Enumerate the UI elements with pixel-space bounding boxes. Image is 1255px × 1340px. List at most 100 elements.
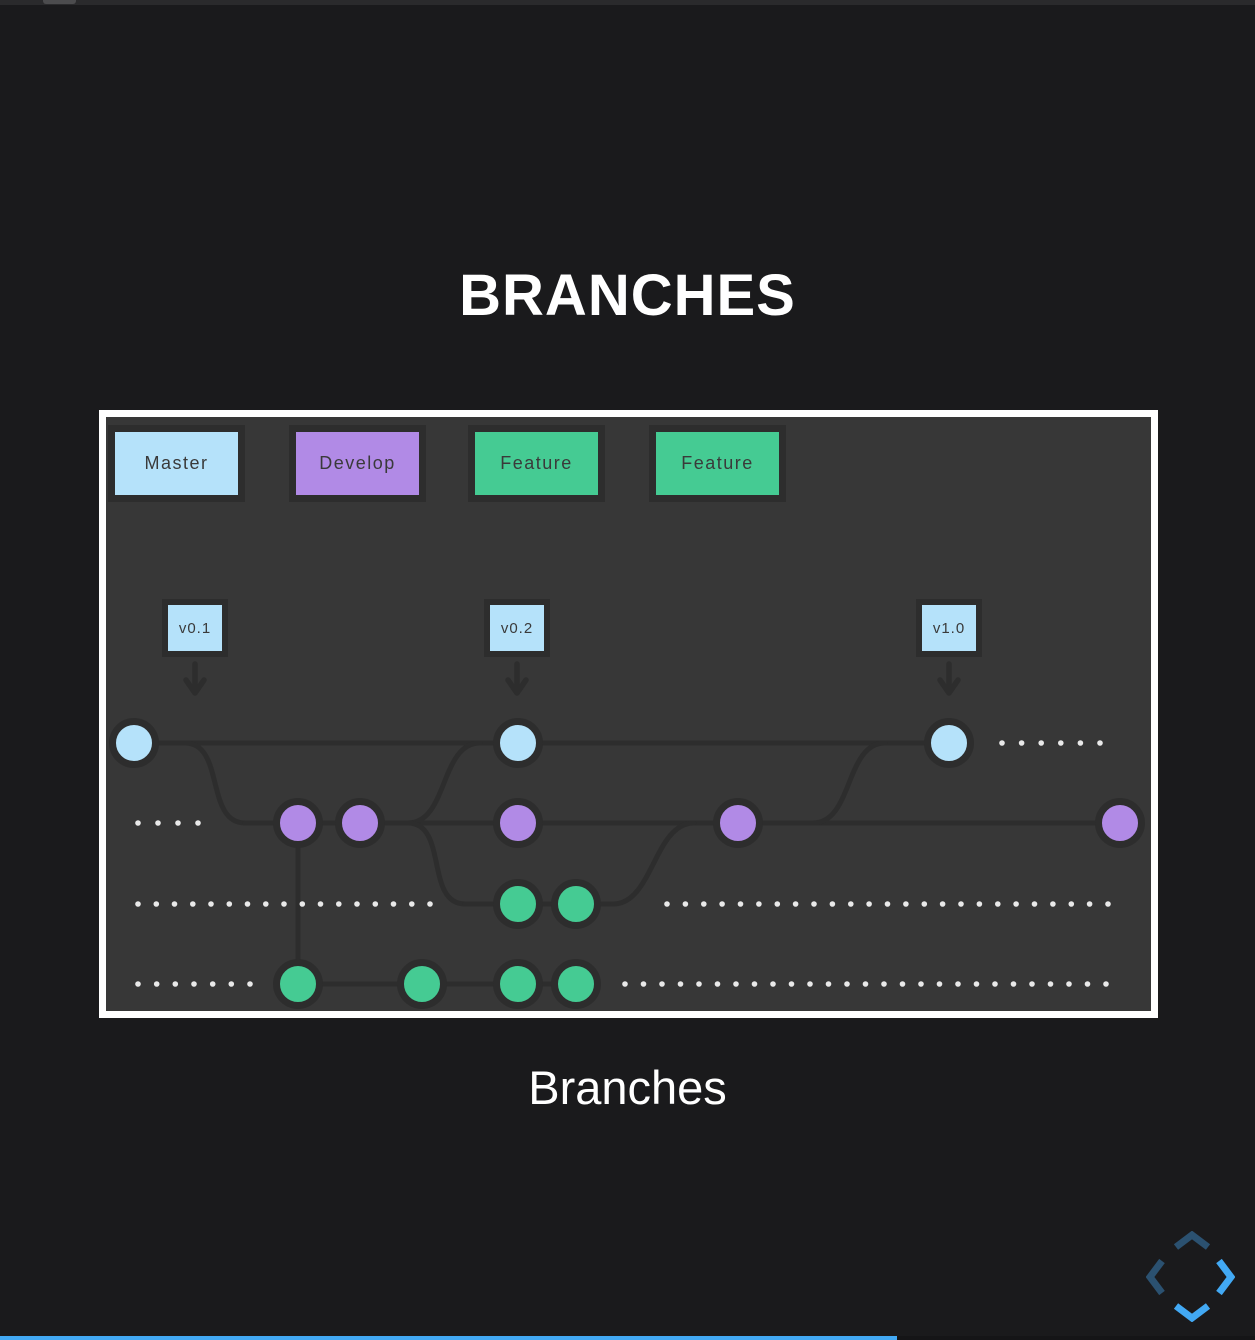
figure-canvas: Master Develop Feature Feature v0.1 v0.2…	[106, 417, 1151, 1011]
track-dot	[372, 901, 379, 907]
commit-node-feature	[397, 959, 447, 1009]
commit-node-feature	[273, 959, 323, 1009]
version-tag-v0-2: v0.2	[484, 599, 550, 657]
track-dot	[811, 901, 817, 907]
track-dot	[1029, 981, 1035, 987]
track-dot	[427, 901, 433, 907]
track-dot	[281, 901, 287, 907]
track-dot	[918, 981, 924, 987]
track-dot	[770, 981, 776, 987]
track-dot	[1066, 981, 1072, 987]
navigate-right-button[interactable]	[1215, 1257, 1236, 1297]
track-dot	[190, 901, 196, 907]
track-dot	[135, 820, 141, 826]
git-graph-svg	[109, 661, 1145, 1009]
track-dot	[135, 901, 141, 907]
develop-branch-curve	[182, 740, 248, 826]
version-tag-v1-0: v1.0	[916, 599, 982, 657]
track-dot	[175, 820, 181, 826]
navigate-down-button[interactable]	[1172, 1302, 1212, 1323]
track-dot	[866, 901, 872, 907]
track-dot	[354, 901, 360, 907]
commit-node-develop	[273, 798, 323, 848]
track-dot	[774, 901, 781, 907]
track-dot	[1084, 981, 1091, 987]
track-dot	[171, 901, 178, 907]
commit-node-feature	[551, 879, 601, 929]
track-dot	[153, 901, 160, 907]
slide-navigation-controls	[1144, 1223, 1240, 1333]
branch-label-feature-2: Feature	[649, 425, 786, 502]
track-dot	[228, 981, 235, 987]
track-dot	[1103, 981, 1109, 987]
browser-chrome-fragment	[43, 0, 76, 4]
window-chrome-strip	[0, 0, 1255, 5]
track-dot	[1068, 901, 1075, 907]
track-dot	[1086, 901, 1093, 907]
progress-fill	[0, 1336, 898, 1340]
navigate-up-button[interactable]	[1172, 1230, 1212, 1251]
commit-node-develop	[713, 798, 763, 848]
track-dot	[756, 901, 762, 907]
track-dot	[825, 981, 832, 987]
version-tag-v0-1: v0.1	[162, 599, 228, 657]
release-arrow-icon	[505, 661, 529, 696]
track-dot	[263, 901, 269, 907]
branch-label-text: Feature	[500, 453, 573, 473]
track-dot	[788, 981, 795, 987]
track-dot	[1013, 901, 1019, 907]
commit-node-develop	[1095, 798, 1145, 848]
commit-node-develop	[335, 798, 385, 848]
track-dot	[862, 981, 869, 987]
track-dot	[1018, 740, 1025, 746]
track-dot	[1077, 740, 1084, 746]
chevron-right-icon	[1216, 1258, 1236, 1296]
track-dot	[1097, 740, 1103, 746]
track-dot	[829, 901, 836, 907]
track-dot	[881, 981, 887, 987]
track-dot	[191, 981, 197, 987]
track-dot	[903, 901, 909, 907]
commit-node-feature	[493, 879, 543, 929]
track-dot	[751, 981, 758, 987]
navigate-left-button[interactable]	[1145, 1257, 1166, 1297]
track-dot	[1031, 901, 1038, 907]
track-dot	[682, 901, 689, 907]
track-dot	[792, 901, 799, 907]
track-dot	[1050, 901, 1056, 907]
release-arrow-icon	[937, 661, 961, 696]
track-dot	[936, 981, 943, 987]
merge-develop-to-master-2	[810, 740, 888, 826]
track-dot	[696, 981, 702, 987]
track-dot	[955, 981, 961, 987]
track-dot	[664, 901, 670, 907]
track-dot	[1058, 740, 1064, 746]
track-dot	[317, 901, 324, 907]
track-dot	[899, 981, 906, 987]
track-dot	[701, 901, 707, 907]
track-dot	[172, 981, 179, 987]
commit-node-feature	[493, 959, 543, 1009]
track-dot	[807, 981, 813, 987]
branch-label-text: Master	[144, 453, 209, 473]
track-dot	[640, 981, 647, 987]
release-arrow-icon	[183, 661, 207, 696]
track-dot	[939, 901, 946, 907]
track-dot	[1038, 740, 1044, 746]
track-dot	[976, 901, 983, 907]
track-dot	[995, 901, 1001, 907]
track-dot	[1047, 981, 1054, 987]
version-tag-text: v0.2	[500, 619, 534, 637]
track-dot	[153, 981, 160, 987]
track-dot	[247, 981, 253, 987]
track-dot	[719, 901, 725, 907]
track-dot	[999, 740, 1005, 746]
track-dot	[209, 981, 216, 987]
track-dot	[1010, 981, 1017, 987]
track-dot	[884, 901, 891, 907]
merge-feature1-to-develop	[610, 820, 697, 907]
branch-label-feature-1: Feature	[468, 425, 605, 502]
merge-develop-to-master-1	[405, 740, 483, 826]
track-dot	[622, 981, 628, 987]
presentation-progress-bar[interactable]	[0, 1336, 1255, 1340]
